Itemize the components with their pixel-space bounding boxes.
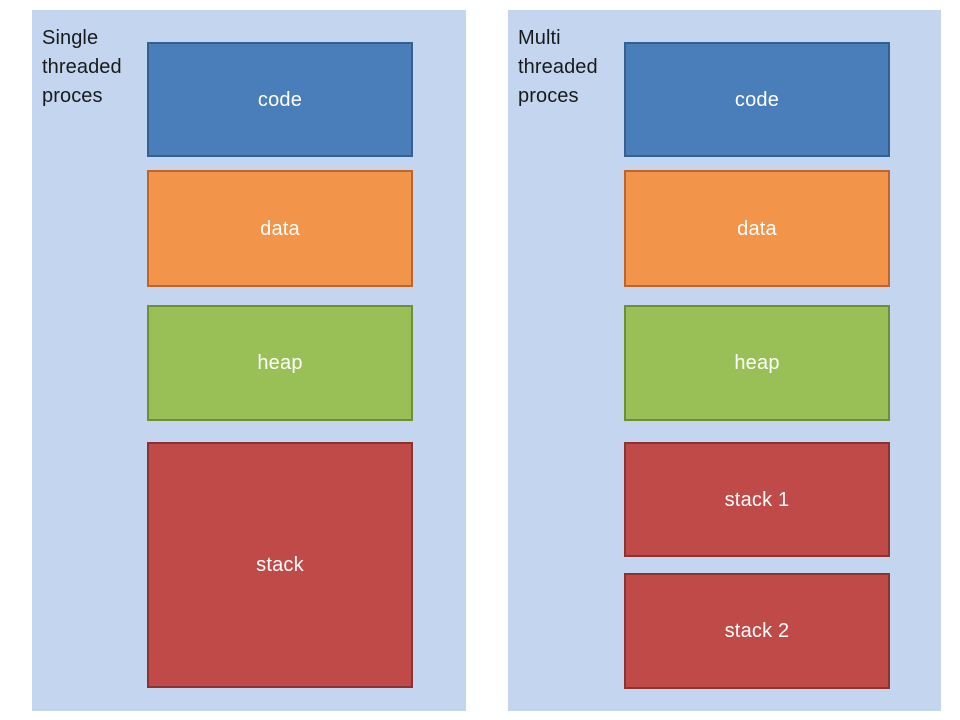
segment-label: heap [257,352,303,374]
multi-threaded-process-panel: Multi threaded proces code data heap sta… [508,10,941,711]
segment-label: stack 1 [724,488,790,511]
segment-label: stack [256,554,304,576]
segment-label: stack 2 [724,620,790,642]
single-threaded-stack-segment: stack [147,442,413,688]
multi-threaded-code-segment: code [624,42,890,157]
single-threaded-process-panel: Single threaded proces code data heap st… [32,10,466,711]
segment-label: data [260,217,300,240]
single-threaded-code-segment: code [147,42,413,157]
segment-label: code [257,88,303,111]
multi-threaded-stack1-segment: stack 1 [624,442,890,557]
single-threaded-process-label: Single threaded proces [42,27,122,107]
segment-label: code [734,88,780,111]
multi-threaded-stack2-segment: stack 2 [624,573,890,689]
multi-threaded-heap-segment: heap [624,305,890,421]
single-threaded-heap-segment: heap [147,305,413,421]
segment-label: heap [734,352,780,374]
single-threaded-data-segment: data [147,170,413,287]
multi-threaded-data-segment: data [624,170,890,287]
segment-label: data [737,217,777,240]
multi-threaded-process-label: Multi threaded proces [518,27,598,107]
